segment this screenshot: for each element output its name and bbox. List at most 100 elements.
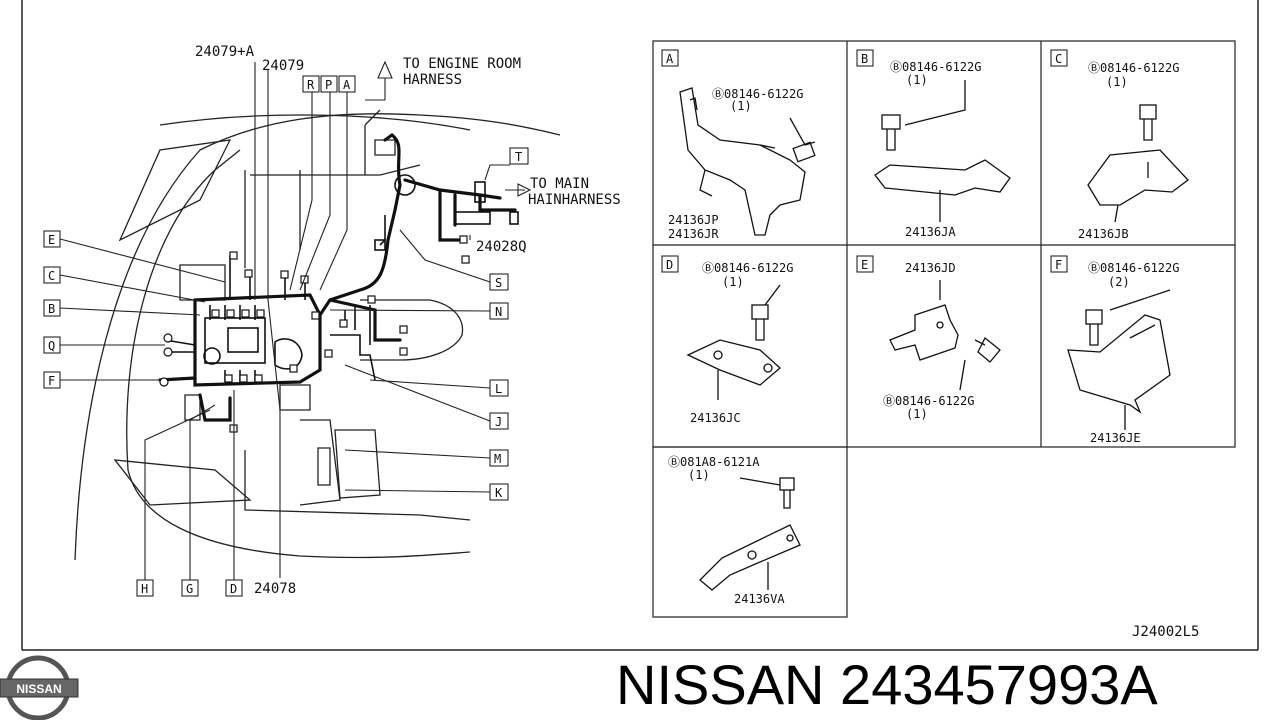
- detail-e-part: 24136JD: [905, 261, 956, 275]
- detail-a-bracket: [679, 87, 816, 236]
- detail-f-bolt: Ⓑ08146-6122G: [1088, 261, 1179, 275]
- label-r: R: [307, 78, 315, 92]
- detail-c-qty: (1): [1106, 75, 1128, 89]
- label-q: Q: [48, 339, 55, 353]
- detail-f-qty: (2): [1108, 275, 1130, 289]
- detail-d-qty: (1): [722, 275, 744, 289]
- box-m: [489, 449, 509, 467]
- vehicle-outline: [74, 109, 561, 561]
- detail-a-part2: 24136JR: [668, 227, 719, 241]
- label-f: F: [48, 374, 55, 388]
- box-n: [489, 302, 509, 320]
- connectors: [159, 235, 470, 433]
- label-m: M: [494, 452, 501, 466]
- harness-lines: [158, 133, 517, 422]
- label-s: S: [495, 276, 502, 290]
- detail-b-bolt: Ⓑ08146-6122G: [890, 60, 981, 74]
- box-d: [225, 579, 243, 597]
- detail-b-part: 24136JA: [905, 225, 956, 239]
- detail-a-bolt: Ⓑ08146-6122G: [712, 87, 803, 101]
- detail-c-bracket: [1087, 104, 1189, 223]
- detail-a-part1: 24136JP: [668, 213, 719, 227]
- detail-e-bolt: Ⓑ08146-6122G: [883, 394, 974, 408]
- label-g: G: [186, 582, 193, 596]
- box-c: [43, 266, 61, 284]
- label-p: P: [325, 78, 332, 92]
- detail-d-bolt: Ⓑ08146-6122G: [702, 261, 793, 275]
- detail-d-letter: D: [666, 258, 673, 272]
- leader-lines: [59, 60, 532, 580]
- detail-d-letter-box: [661, 255, 679, 273]
- label-n: N: [495, 305, 502, 319]
- detail-a-letter: A: [666, 52, 674, 66]
- detail-b-bracket: [874, 80, 1011, 222]
- label-a: A: [343, 78, 351, 92]
- detail-e-bracket: [889, 280, 1001, 391]
- detail-a: A Ⓑ08146-6122G (1) 24136JP 24136JR: [661, 49, 816, 241]
- box-h: [136, 579, 154, 597]
- detail-g-part: 24136VA: [734, 592, 785, 606]
- detail-grid: [652, 40, 1236, 618]
- nissan-logo-text: NISSAN: [16, 682, 61, 696]
- detail-c-letter: C: [1055, 52, 1062, 66]
- detail-d-bracket: [686, 284, 781, 400]
- box-e: [43, 230, 61, 248]
- box-p: [320, 75, 338, 93]
- label-to-main-1: TO MAIN: [530, 176, 589, 192]
- label-24079: 24079: [262, 58, 304, 74]
- detail-f-letter-box: [1050, 255, 1068, 273]
- label-24028q: 24028Q: [476, 239, 527, 255]
- junction-block: [203, 174, 519, 370]
- label-to-main-2: HAINHARNESS: [528, 192, 621, 208]
- label-d: D: [230, 582, 237, 596]
- label-b: B: [48, 302, 55, 316]
- detail-f-part: 24136JE: [1090, 431, 1141, 445]
- detail-c-part: 24136JB: [1078, 227, 1129, 241]
- box-a: [338, 75, 356, 93]
- box-f: [43, 371, 61, 389]
- detail-e-qty: (1): [906, 407, 928, 421]
- label-k: K: [495, 486, 503, 500]
- detail-c-letter-box: [1050, 49, 1068, 67]
- label-to-engine-1: TO ENGINE ROOM: [403, 56, 521, 72]
- detail-a-letter-box: [661, 49, 679, 67]
- diagram-code: J24002L5: [1132, 624, 1199, 640]
- detail-c-bolt: Ⓑ08146-6122G: [1088, 61, 1179, 75]
- nissan-logo: NISSAN: [0, 655, 79, 721]
- detail-g-bracket: [699, 477, 801, 591]
- detail-f: F Ⓑ08146-6122G (2) 24136JE: [1050, 255, 1179, 445]
- box-q: [43, 336, 61, 354]
- label-24078: 24078: [254, 581, 296, 597]
- label-24079a: 24079+A: [195, 44, 255, 60]
- label-to-engine-2: HARNESS: [403, 72, 462, 88]
- box-t: [509, 147, 529, 165]
- label-t: T: [515, 150, 522, 164]
- detail-g: Ⓑ081A8-6121A (1) 24136VA: [668, 455, 801, 606]
- detail-g-qty: (1): [688, 468, 710, 482]
- label-l: L: [495, 382, 502, 396]
- detail-b-letter-box: [856, 49, 874, 67]
- label-e: E: [48, 233, 55, 247]
- box-b: [43, 299, 61, 317]
- detail-c: C Ⓑ08146-6122G (1) 24136JB: [1050, 49, 1189, 241]
- part-number-title: NISSAN 243457993A: [616, 653, 1158, 716]
- detail-b: B Ⓑ08146-6122G (1) 24136JA: [856, 49, 1011, 239]
- label-j: J: [495, 415, 502, 429]
- detail-e: E 24136JD Ⓑ08146-6122G (1): [856, 255, 1001, 421]
- detail-f-letter: F: [1055, 258, 1062, 272]
- detail-b-qty: (1): [906, 73, 928, 87]
- main-labels: 24079+A 24079 R P A TO ENGINE ROOM HARNE…: [43, 44, 621, 597]
- detail-e-letter-box: [856, 255, 874, 273]
- label-h: H: [141, 582, 148, 596]
- detail-d-part: 24136JC: [690, 411, 741, 425]
- detail-b-letter: B: [861, 52, 868, 66]
- detail-e-letter: E: [861, 258, 868, 272]
- detail-a-qty: (1): [730, 99, 752, 113]
- box-k: [489, 483, 509, 501]
- box-l: [489, 379, 509, 397]
- label-c: C: [48, 269, 55, 283]
- detail-d: D Ⓑ08146-6122G (1) 24136JC: [661, 255, 793, 425]
- box-s: [489, 273, 509, 291]
